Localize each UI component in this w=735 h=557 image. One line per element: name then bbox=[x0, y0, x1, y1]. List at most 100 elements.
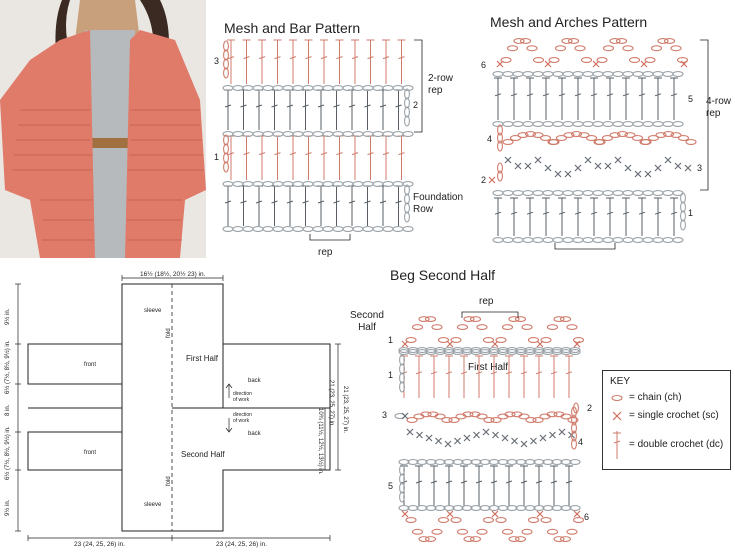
chain-stitch bbox=[542, 121, 554, 127]
chain-stitch bbox=[352, 85, 364, 91]
sc-stitch bbox=[401, 510, 409, 518]
dc-stitch bbox=[270, 185, 279, 226]
chain-stitch bbox=[223, 152, 229, 164]
chain-stitch bbox=[562, 71, 574, 77]
chain-stitch bbox=[571, 438, 577, 450]
chain-stitch bbox=[434, 349, 446, 355]
chain-stitch bbox=[596, 57, 608, 63]
chain-stitch bbox=[514, 316, 527, 323]
sc-stitch bbox=[554, 170, 562, 178]
chain-stitch bbox=[567, 38, 580, 44]
dc-stitch bbox=[606, 77, 614, 120]
chain-stitch bbox=[479, 349, 491, 355]
rep-bracket bbox=[554, 243, 616, 250]
dc-stitch bbox=[510, 197, 518, 236]
dc-stitch bbox=[526, 197, 534, 236]
sc-stitch bbox=[473, 431, 480, 439]
dc-stitch bbox=[638, 197, 646, 236]
chain-stitch bbox=[532, 417, 544, 423]
dc-stitch bbox=[258, 39, 266, 84]
schematic-sleeve-top: sleeve bbox=[144, 308, 162, 314]
schematic-second-half: Second Half bbox=[181, 450, 225, 459]
chain-stitch bbox=[431, 528, 443, 535]
dc-stitch bbox=[622, 197, 630, 236]
dc-stitch bbox=[273, 39, 282, 84]
chain-stitch bbox=[452, 459, 464, 465]
chain-stitch bbox=[398, 505, 410, 511]
dc-stitch bbox=[550, 465, 558, 506]
chain-stitch bbox=[461, 349, 473, 355]
chain-stitch bbox=[582, 190, 594, 196]
dc-stitch bbox=[227, 39, 235, 84]
chain-stitch bbox=[399, 381, 405, 393]
dc-stitch bbox=[317, 185, 325, 226]
sc-stitch bbox=[654, 164, 662, 172]
chain-stitch bbox=[497, 124, 503, 136]
chain-stitch bbox=[601, 135, 614, 141]
chain-stitch bbox=[402, 85, 414, 91]
chain-stitch bbox=[559, 536, 572, 542]
dc-stitch bbox=[490, 465, 498, 506]
dc-stitch bbox=[289, 39, 297, 84]
chain-stitch bbox=[431, 324, 443, 331]
chain-stitch bbox=[232, 181, 244, 187]
second-half-row5: 5 bbox=[388, 481, 394, 491]
chain-stitch bbox=[562, 237, 574, 243]
dc-stitch bbox=[535, 355, 543, 398]
chain-stitch bbox=[418, 316, 430, 323]
dc-stitch bbox=[224, 185, 232, 226]
key-sc-symbol bbox=[612, 411, 622, 421]
dc-stitch bbox=[622, 77, 630, 120]
chain-stitch bbox=[372, 181, 384, 187]
chain-stitch bbox=[572, 237, 584, 243]
sc-stitch bbox=[644, 170, 652, 178]
chain-stitch bbox=[479, 459, 491, 465]
dc-stitch bbox=[258, 135, 266, 180]
dc-stitch bbox=[542, 77, 550, 120]
chain-stitch bbox=[524, 131, 537, 137]
chain-stitch bbox=[680, 210, 686, 222]
chain-stitch bbox=[562, 121, 574, 127]
chain-stitch bbox=[532, 121, 544, 127]
dc-stitch bbox=[654, 77, 662, 120]
chain-stitch bbox=[399, 354, 405, 366]
chain-stitch bbox=[497, 140, 503, 152]
chain-stitch bbox=[560, 505, 572, 511]
chain-stitch bbox=[612, 190, 624, 196]
chain-stitch bbox=[456, 324, 469, 331]
mesh-arches-title: Mesh and Arches Pattern bbox=[490, 14, 648, 30]
chain-stitch bbox=[582, 121, 594, 127]
rep-bracket bbox=[700, 39, 709, 191]
chain-stitch bbox=[672, 121, 684, 127]
chain-stitch bbox=[515, 459, 527, 465]
chain-stitch bbox=[332, 226, 344, 232]
sc-stitch bbox=[549, 431, 556, 439]
dc-stitch bbox=[558, 77, 566, 120]
second-half-row1b: 1 bbox=[388, 370, 394, 380]
chain-stitch bbox=[517, 132, 529, 139]
chain-stitch bbox=[569, 349, 581, 355]
dc-stitch bbox=[255, 185, 263, 226]
dc-stitch bbox=[520, 465, 528, 506]
dc-stitch bbox=[348, 185, 356, 226]
chain-stitch bbox=[404, 193, 410, 205]
dc-stitch bbox=[565, 465, 573, 506]
mesh-bar-foundation: Foundation Row bbox=[413, 192, 464, 215]
dc-stitch bbox=[320, 39, 328, 84]
chain-stitch bbox=[418, 536, 430, 542]
chain-stitch bbox=[223, 143, 229, 155]
chain-stitch bbox=[502, 121, 514, 127]
chain-stitch bbox=[488, 505, 500, 511]
chain-stitch bbox=[571, 414, 577, 426]
dc-stitch bbox=[460, 465, 468, 506]
sc-stitch bbox=[573, 510, 581, 518]
dc-stitch bbox=[348, 89, 356, 130]
dc-stitch bbox=[606, 197, 614, 236]
chain-stitch bbox=[223, 58, 229, 70]
dc-stitch bbox=[304, 135, 313, 180]
chain-stitch bbox=[404, 88, 410, 100]
chain-stitch bbox=[504, 411, 516, 418]
chain-stitch bbox=[652, 71, 664, 77]
chain-stitch bbox=[506, 459, 518, 465]
